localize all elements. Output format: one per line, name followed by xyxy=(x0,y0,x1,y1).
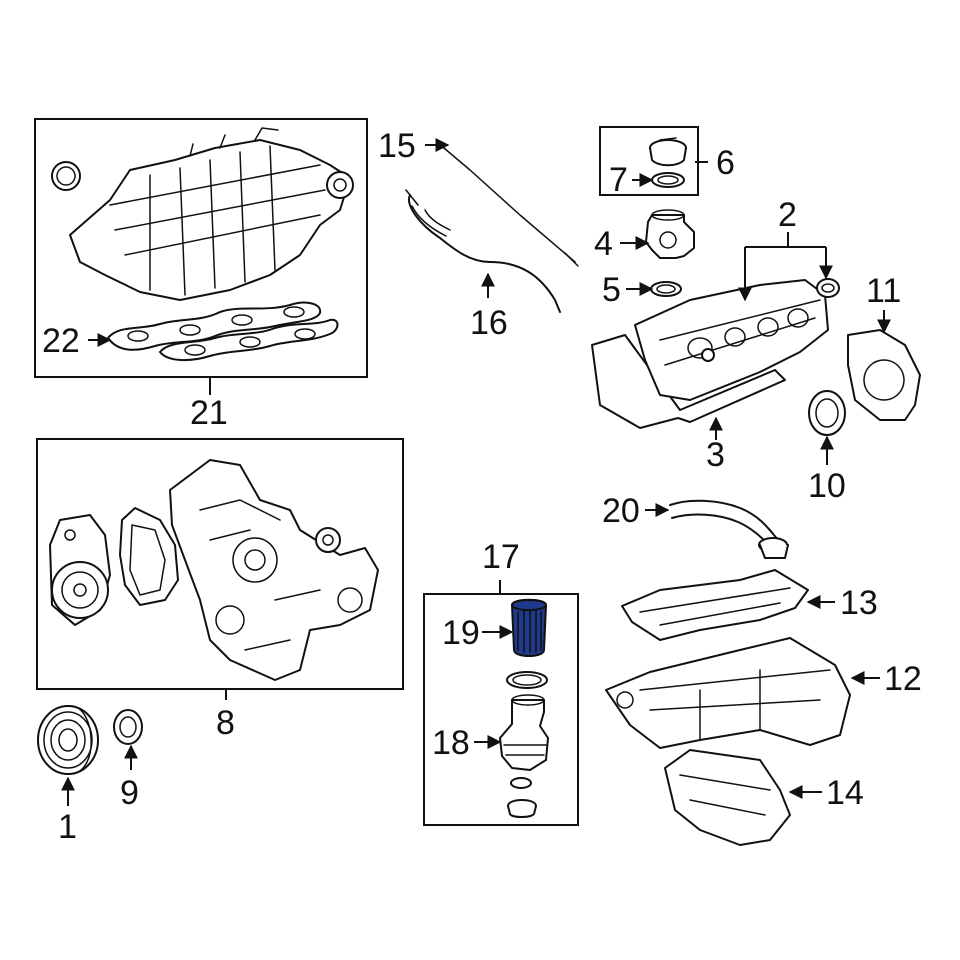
oil-filter-drain-gasket[interactable] xyxy=(510,777,532,789)
leader-lines xyxy=(61,138,891,806)
oil-filler-neck-gasket[interactable] xyxy=(650,281,682,297)
intake-manifold[interactable] xyxy=(51,127,354,301)
callout-7: 7 xyxy=(609,161,628,199)
callout-14: 14 xyxy=(826,774,864,812)
callout-2: 2 xyxy=(778,196,797,234)
water-pump[interactable] xyxy=(49,514,111,626)
callout-6: 6 xyxy=(716,144,735,182)
valve-cover[interactable] xyxy=(634,279,829,401)
oil-dipstick[interactable] xyxy=(437,142,579,267)
callout-19: 19 xyxy=(442,614,480,652)
callout-10: 10 xyxy=(808,467,846,505)
callout-8: 8 xyxy=(216,704,235,742)
callout-20: 20 xyxy=(602,492,640,530)
oil-pickup-tube[interactable] xyxy=(669,499,789,559)
callout-1: 1 xyxy=(58,808,77,846)
oil-pan-upper[interactable] xyxy=(605,637,851,749)
oil-filler-neck[interactable] xyxy=(645,209,695,259)
oil-filter-o-ring[interactable] xyxy=(506,671,548,689)
rear-main-seal-retainer[interactable] xyxy=(847,329,921,421)
callout-17: 17 xyxy=(482,538,520,576)
callout-13: 13 xyxy=(840,584,878,622)
crankshaft-pulley[interactable] xyxy=(37,705,99,775)
callout-labels: 15 16 7 6 4 5 2 3 11 10 20 13 12 14 17 1… xyxy=(42,127,922,846)
crankshaft-front-seal[interactable] xyxy=(113,709,143,745)
dipstick-tube[interactable] xyxy=(405,189,561,313)
callout-15: 15 xyxy=(378,127,416,165)
oil-pan-lower[interactable] xyxy=(664,749,791,846)
callout-11: 11 xyxy=(866,272,901,310)
callout-21: 21 xyxy=(190,394,228,432)
oil-windage-tray[interactable] xyxy=(621,569,809,641)
callout-18: 18 xyxy=(432,724,470,762)
callout-22: 22 xyxy=(42,322,80,360)
rear-main-seal[interactable] xyxy=(808,390,846,436)
valve-cover-seal[interactable] xyxy=(816,278,840,298)
callout-5: 5 xyxy=(602,271,621,309)
oil-filter-housing[interactable] xyxy=(499,694,549,771)
timing-chain-cover[interactable] xyxy=(169,459,379,681)
oil-filter-drain-plug[interactable] xyxy=(507,799,537,818)
timing-cover-group-box xyxy=(36,438,404,690)
oil-filler-cap[interactable] xyxy=(649,137,687,167)
oil-filter-element[interactable] xyxy=(510,598,548,657)
callout-12: 12 xyxy=(884,660,922,698)
callout-4: 4 xyxy=(594,225,613,263)
callout-9: 9 xyxy=(120,774,139,812)
intake-manifold-group-box xyxy=(34,118,368,378)
callout-3: 3 xyxy=(706,436,725,474)
oil-filler-cap-gasket[interactable] xyxy=(651,172,685,188)
callout-16: 16 xyxy=(470,304,508,342)
intake-gasket-set[interactable] xyxy=(107,301,339,362)
water-pump-gasket[interactable] xyxy=(119,507,179,606)
